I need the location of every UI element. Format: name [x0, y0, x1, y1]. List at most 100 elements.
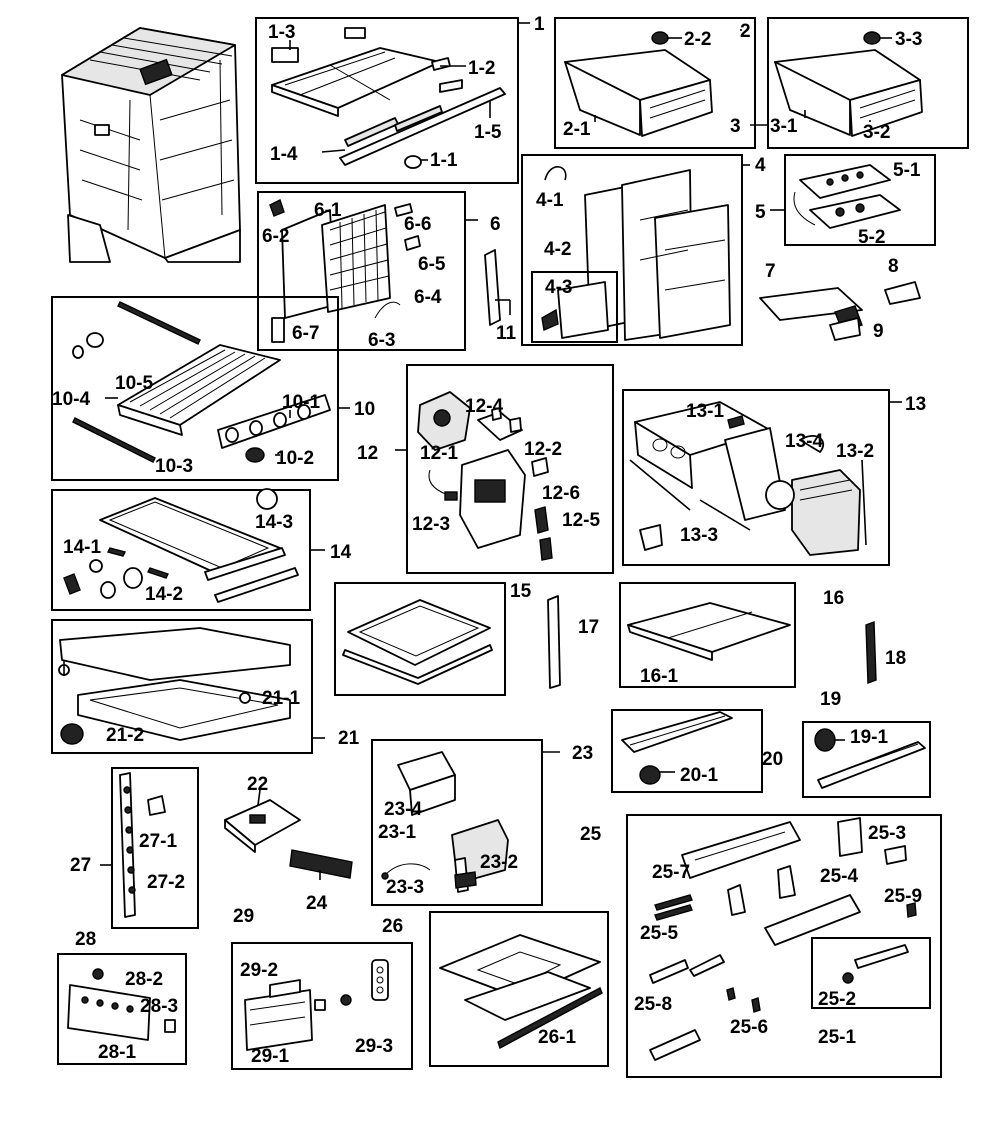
label-1-2: 1-2 — [468, 58, 495, 79]
callout-labels: 1 1-1 1-2 1-3 1-4 1-5 2 2-1 2-2 3 3-1 3-… — [52, 14, 926, 1067]
groups-17-18-trims — [547, 595, 877, 689]
group-5-control-panel — [770, 154, 936, 246]
label-6-7: 6-7 — [292, 323, 319, 344]
label-27-2: 27-2 — [147, 872, 185, 893]
group-6-wire-basket — [257, 191, 478, 351]
group-26-crisper-cover — [429, 911, 609, 1067]
group-28-control-panel — [57, 953, 187, 1065]
group-21-door-cover — [51, 619, 325, 754]
label-18: 18 — [885, 648, 906, 669]
group-2-crisper-drawer — [554, 17, 756, 149]
label-26: 26 — [382, 916, 403, 937]
label-14-1: 14-1 — [63, 537, 101, 558]
label-6-1: 6-1 — [314, 200, 342, 221]
label-14: 14 — [330, 542, 352, 563]
label-20-1: 20-1 — [680, 765, 718, 786]
label-28-1: 28-1 — [98, 1042, 136, 1063]
group-24-filter — [289, 849, 353, 880]
group-13-ice-maker — [622, 389, 902, 566]
label-13-2: 13-2 — [836, 441, 874, 462]
label-25-6: 25-6 — [730, 1017, 768, 1038]
label-19: 19 — [820, 689, 841, 710]
label-13-4: 13-4 — [785, 431, 823, 452]
label-19-1: 19-1 — [850, 727, 888, 748]
label-25-1: 25-1 — [818, 1027, 856, 1048]
label-25: 25 — [580, 824, 602, 845]
label-28-2: 28-2 — [125, 969, 163, 990]
label-6-5: 6-5 — [418, 254, 446, 275]
label-10-5: 10-5 — [115, 373, 153, 394]
label-12-3: 12-3 — [412, 514, 450, 535]
label-7: 7 — [765, 261, 776, 282]
label-29-1: 29-1 — [251, 1046, 289, 1067]
label-14-2: 14-2 — [145, 584, 183, 605]
label-6: 6 — [490, 214, 501, 235]
group-14-glass-shelf — [51, 488, 325, 611]
group-12-water-valve-assembly — [395, 364, 614, 574]
label-29: 29 — [233, 906, 254, 927]
label-25-9: 25-9 — [884, 886, 922, 907]
label-12: 12 — [357, 443, 378, 464]
label-5: 5 — [755, 202, 766, 223]
label-9: 9 — [873, 321, 884, 342]
label-27-1: 27-1 — [139, 831, 177, 852]
label-3: 3 — [730, 116, 741, 137]
label-10-1: 10-1 — [282, 392, 320, 413]
label-21-2: 21-2 — [106, 725, 144, 746]
group-15-shelf-frame — [334, 582, 506, 696]
label-11: 11 — [496, 323, 517, 344]
group-4-door-bins — [521, 154, 750, 346]
label-16-1: 16-1 — [640, 666, 678, 687]
group-23-fan-motor — [371, 739, 560, 906]
label-1-4: 1-4 — [270, 144, 298, 165]
label-10: 10 — [354, 399, 375, 420]
label-15: 15 — [510, 581, 532, 602]
label-14-3: 14-3 — [255, 512, 293, 533]
label-28: 28 — [75, 929, 96, 950]
label-21: 21 — [338, 728, 360, 749]
label-25-7: 25-7 — [652, 862, 690, 883]
label-13: 13 — [905, 394, 926, 415]
label-1-3: 1-3 — [268, 22, 295, 43]
label-12-4: 12-4 — [465, 396, 503, 417]
label-16: 16 — [823, 588, 844, 609]
label-25-2: 25-2 — [818, 989, 856, 1010]
group-16-drawer-cover — [619, 582, 796, 688]
label-25-5: 25-5 — [640, 923, 678, 944]
label-10-2: 10-2 — [276, 448, 314, 469]
label-6-3: 6-3 — [368, 330, 395, 351]
label-29-3: 29-3 — [355, 1036, 393, 1057]
label-20: 20 — [762, 749, 783, 770]
label-29-2: 29-2 — [240, 960, 278, 981]
group-25-dispenser-assembly — [626, 814, 942, 1078]
label-10-3: 10-3 — [155, 456, 193, 477]
label-3-1: 3-1 — [770, 116, 798, 137]
label-12-5: 12-5 — [562, 510, 600, 531]
label-4-3: 4-3 — [545, 277, 572, 298]
label-12-2: 12-2 — [524, 439, 562, 460]
label-6-6: 6-6 — [404, 214, 431, 235]
label-4-1: 4-1 — [536, 190, 564, 211]
label-8: 8 — [888, 256, 899, 277]
label-27: 27 — [70, 855, 91, 876]
label-23-4: 23-4 — [384, 799, 422, 820]
label-10-4: 10-4 — [52, 389, 90, 410]
label-6-2: 6-2 — [262, 226, 289, 247]
group-29-display-panel — [231, 942, 413, 1070]
label-22: 22 — [247, 774, 268, 795]
label-13-1: 13-1 — [686, 401, 724, 422]
label-6-4: 6-4 — [414, 287, 442, 308]
label-2-1: 2-1 — [563, 119, 591, 140]
label-12-1: 12-1 — [420, 443, 458, 464]
label-3-2: 3-2 — [863, 122, 890, 143]
group-20-rail — [611, 709, 763, 793]
group-1-shelf-assembly — [255, 17, 530, 184]
label-17: 17 — [578, 617, 599, 638]
label-25-8: 25-8 — [634, 994, 672, 1015]
label-23: 23 — [572, 743, 593, 764]
label-2-2: 2-2 — [684, 29, 711, 50]
label-25-4: 25-4 — [820, 866, 858, 887]
label-4-2: 4-2 — [544, 239, 571, 260]
group-19-rail — [802, 721, 931, 798]
